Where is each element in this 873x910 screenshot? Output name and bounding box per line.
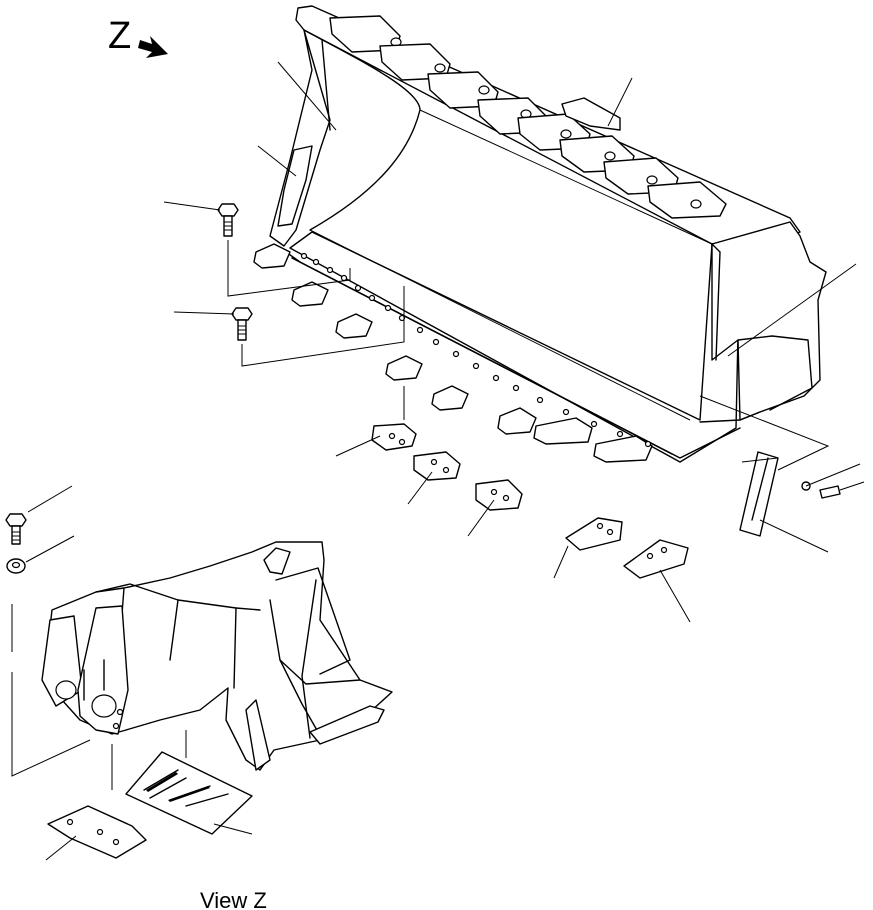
loose-tooth-adapters: [371, 423, 523, 511]
rim-wear-plates: [329, 15, 727, 219]
bolt-upper: [217, 203, 239, 237]
view-z-leader-lines: [11, 485, 253, 861]
side-cutter-pieces: [565, 517, 689, 579]
leader-lines: [163, 61, 865, 623]
assembly-lines-bolts: [227, 240, 405, 420]
bolt-lower: [231, 307, 253, 341]
view-marker-letter: Z: [108, 15, 131, 57]
wear-plate-large: [125, 751, 253, 835]
left-side-cutter: [277, 145, 313, 227]
bucket-teeth: [253, 243, 653, 463]
wear-plate-small: [47, 805, 147, 859]
view-direction-arrow-icon: [138, 36, 168, 58]
bucket-main: [253, 5, 827, 463]
hinge-washer: [6, 558, 26, 574]
lip-bolt-holes: [300, 252, 652, 448]
view-direction-marker: Z: [108, 15, 168, 58]
bucket-view-z: [41, 541, 393, 771]
hinge-bolt: [5, 513, 27, 545]
view-caption: View Z: [200, 888, 267, 910]
